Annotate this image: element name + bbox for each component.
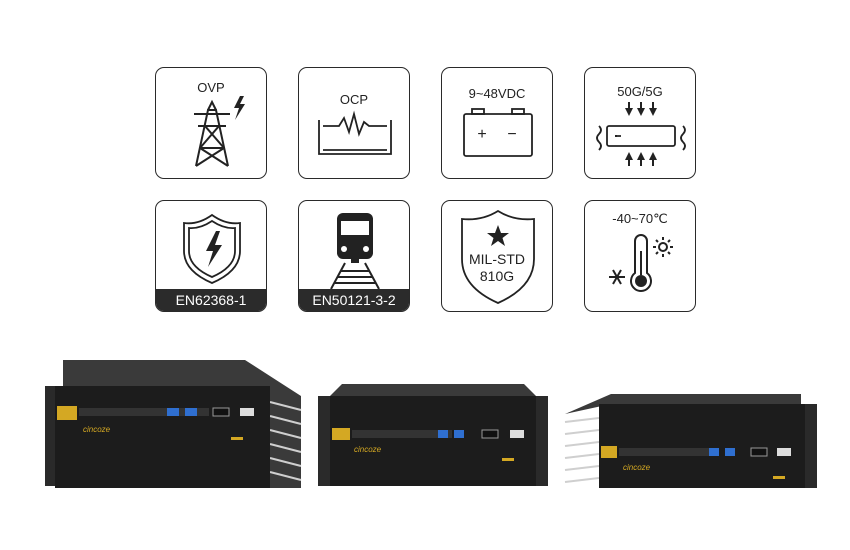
brand-logo: cincoze [83,425,111,434]
shock-label: 50G/5G [617,84,663,99]
product-center: cincoze [318,380,548,490]
current-waveform-icon [318,110,392,155]
ovp-label: OVP [197,80,225,95]
milstd-line2: 810G [479,268,515,284]
shock-tile: 50G/5G [584,67,696,179]
thermometer-snowflake-sun-icon [609,234,673,292]
battery-plus: + [477,126,487,143]
milstd-line1: MIL-STD [469,251,525,267]
voltage-label: 9~48VDC [468,86,526,101]
brand-logo-right: cincoze [623,463,651,472]
temperature-label: -40~70℃ [612,211,668,226]
brand-logo-center: cincoze [354,445,382,454]
battery-minus: − [507,126,517,143]
product-right: cincoze [563,392,819,490]
battery-icon [463,108,533,157]
ocp-tile: OCP [298,67,410,179]
en62368-tile: EN62368-1 [155,200,267,312]
power-tower-lightning-icon [194,96,245,167]
train-icon [330,213,380,290]
en62368-label: EN62368-1 [156,289,266,311]
milstd-tile: MIL-STD 810G [441,200,553,312]
product-left: cincoze [45,358,303,490]
shield-lightning-icon [183,213,241,284]
temperature-tile: -40~70℃ [584,200,696,312]
ovp-tile: OVP [155,67,267,179]
en50121-label: EN50121-3-2 [299,289,409,311]
ocp-label: OCP [339,92,369,107]
shock-vibration-icon [596,102,686,166]
star-shield-icon [461,209,535,304]
voltage-tile: 9~48VDC + − [441,67,553,179]
en50121-tile: EN50121-3-2 [298,200,410,312]
